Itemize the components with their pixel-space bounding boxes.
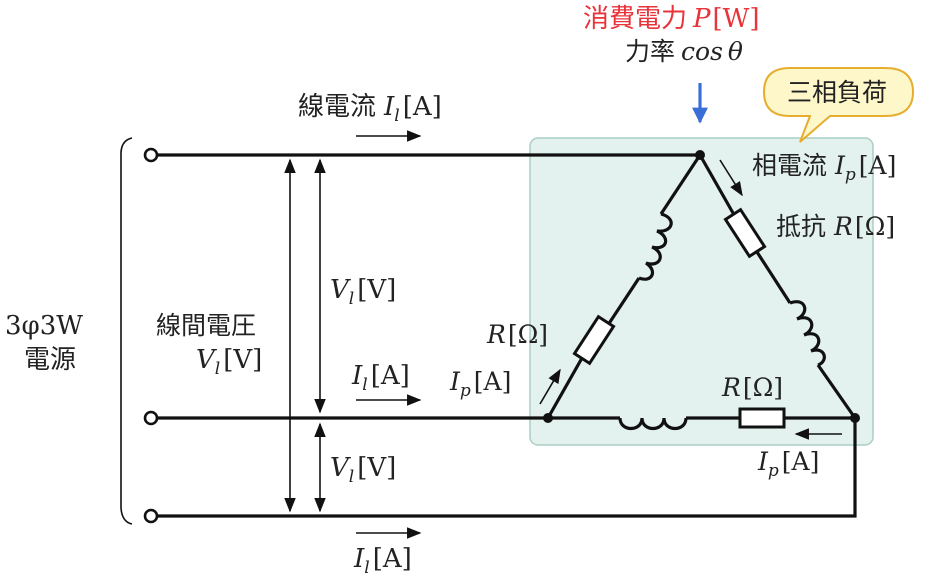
resistance-label-left: R[Ω] [486,320,548,349]
inductor-right [789,300,826,367]
source-bracket [120,137,133,525]
phase-current-arrow-top [719,159,743,197]
phase-current-label-bottom: Ip[A] [757,447,819,481]
line-wire-3 [157,418,857,518]
delta-left-wire-b [604,277,641,329]
source-label-line2: 電源 [24,345,76,375]
voltage-label-lower: Vl[V] [330,453,396,487]
delta-right-wire-b [755,251,792,304]
inductor-left [638,212,673,281]
delta-left-wire-a [659,154,702,215]
resistor-bottom [738,407,786,429]
line-current-label-bottom: Il[A] [353,544,412,578]
resistance-label-bottom: R[Ω] [721,373,783,402]
terminal-3 [143,508,159,524]
terminal-1 [143,147,159,163]
node-top [695,150,705,160]
source-label-line1: 3φ3W [5,311,83,341]
terminal-2 [143,410,159,426]
line-current-label-middle: Il[A] [351,361,410,395]
phase-current-arrow-left [539,368,561,405]
load-region [529,137,874,446]
resistor-right [723,207,767,259]
node-bottom-right [850,413,860,423]
delta-left-wire-c [546,357,584,419]
callout-bubble [762,67,915,143]
delta-right-wire-a [698,154,735,214]
voltage-label-upper: Vl[V] [330,275,396,309]
delta-right-wire-c [816,364,857,419]
phase-current-label-left: Ip[A] [449,367,511,401]
node-bottom-left [543,413,553,423]
inductor-bottom [618,417,688,431]
callout-text: 三相負荷 [787,78,887,107]
line-voltage-label-symbol: Vl[V] [196,345,262,379]
line-voltage-label-jp: 線間電圧 [156,311,256,340]
